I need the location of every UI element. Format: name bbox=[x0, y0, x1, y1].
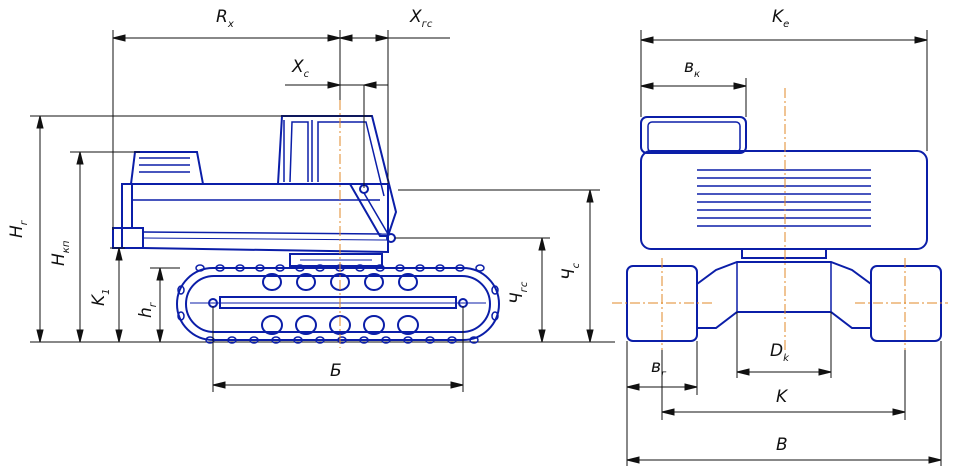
front-turntable bbox=[741, 248, 827, 259]
label-hkp: Hкп bbox=[49, 240, 72, 266]
engine-hood bbox=[129, 151, 205, 185]
label-hg-small: hг bbox=[136, 301, 159, 318]
dimension-lines bbox=[30, 30, 600, 392]
label-xs: Xс bbox=[291, 57, 310, 80]
label-base: Б bbox=[330, 361, 342, 381]
dimension-arrows bbox=[36, 34, 594, 389]
front-grille bbox=[697, 169, 871, 227]
side-view bbox=[30, 115, 615, 344]
label-vk: вк bbox=[684, 57, 700, 80]
label-b: B bbox=[776, 435, 788, 455]
turntable bbox=[289, 253, 383, 267]
undercarriage-frame bbox=[696, 261, 872, 329]
front-dimension-lines bbox=[626, 30, 942, 466]
front-cab bbox=[640, 116, 747, 154]
front-view bbox=[626, 116, 942, 342]
front-body bbox=[640, 150, 928, 250]
track-shoes bbox=[177, 264, 499, 344]
label-hg: Hг bbox=[7, 219, 30, 238]
label-ys: Чс bbox=[559, 262, 582, 280]
label-k: K bbox=[776, 387, 789, 407]
front-axis-lines bbox=[612, 88, 948, 350]
upper-frame bbox=[112, 183, 389, 254]
label-xgs: Xгс bbox=[409, 7, 433, 30]
label-dk: Dk bbox=[770, 341, 790, 364]
label-k1: K1 bbox=[89, 288, 112, 306]
dimension-labels: Rx Xгс Xс Hг Hкп K1 hг Чгс Чс Б Kе bbox=[7, 7, 790, 455]
label-rx: Rx bbox=[216, 7, 234, 30]
cab bbox=[276, 115, 398, 243]
crawler-track bbox=[176, 264, 500, 344]
label-ke: Kе bbox=[772, 7, 789, 30]
label-ygs: Чгс bbox=[507, 281, 530, 304]
label-vg: вг bbox=[651, 357, 667, 380]
